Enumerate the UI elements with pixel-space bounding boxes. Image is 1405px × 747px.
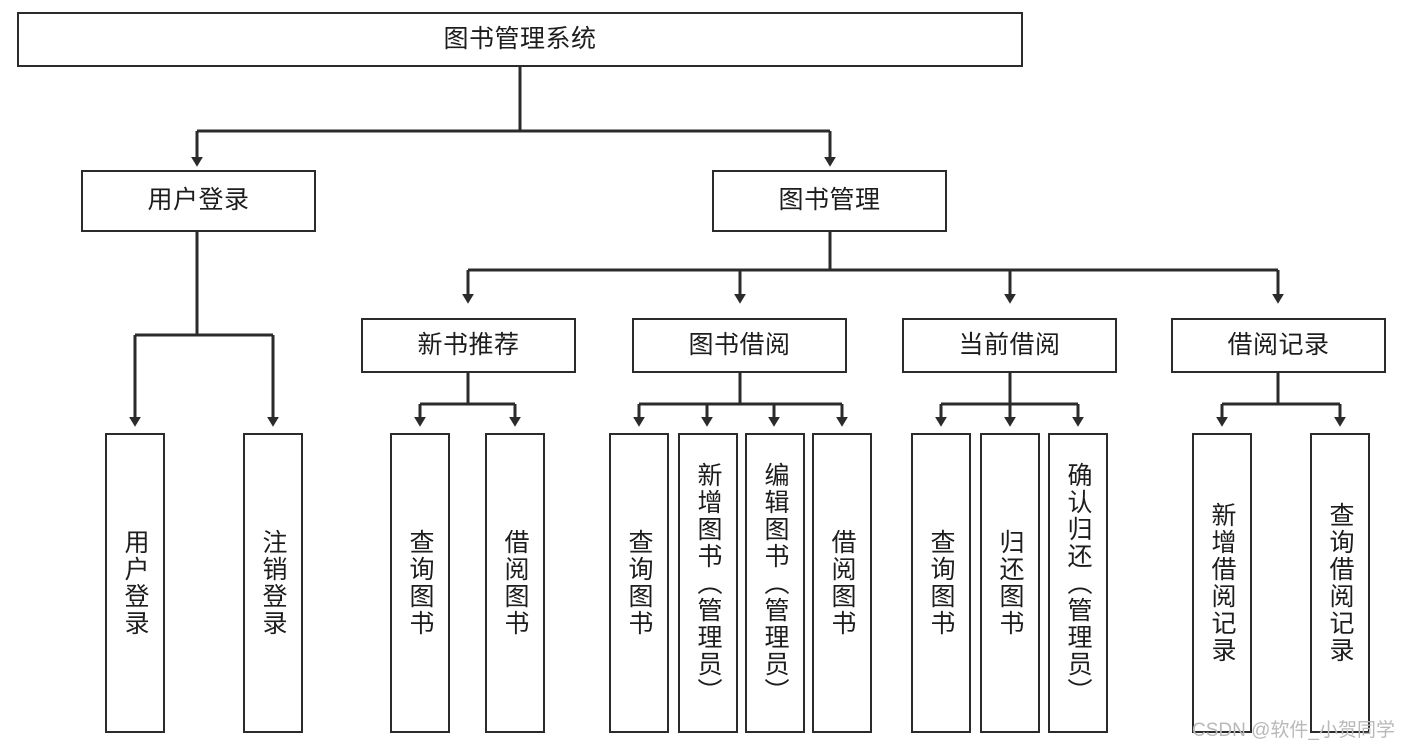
node-new-book-recommend[interactable]: 新书推荐: [361, 318, 576, 373]
node-book-manage[interactable]: 图书管理: [712, 170, 947, 232]
node-label: 图书管理: [778, 186, 881, 215]
node-leaf-query-book-1[interactable]: 查询图书: [390, 433, 450, 733]
node-label: 新书推荐: [417, 330, 520, 359]
node-user-login[interactable]: 用户登录: [81, 170, 316, 232]
node-label: 借阅图书: [828, 529, 856, 637]
node-leaf-query-borrow-record[interactable]: 查询借阅记录: [1310, 433, 1370, 733]
node-root-book-management-system[interactable]: 图书管理系统: [17, 12, 1023, 67]
node-leaf-query-book-3[interactable]: 查询图书: [911, 433, 971, 733]
node-leaf-borrow-book-1[interactable]: 借阅图书: [485, 433, 545, 733]
node-label: 用户登录: [147, 186, 250, 215]
node-leaf-borrow-book-2[interactable]: 借阅图书: [812, 433, 872, 733]
csdn-watermark: CSDN @软件_小贺同学: [1192, 720, 1395, 741]
node-borrow-record[interactable]: 借阅记录: [1171, 318, 1386, 373]
node-leaf-edit-book[interactable]: 编辑图书（管理员）: [745, 433, 805, 733]
node-label: 查询图书: [406, 529, 434, 637]
node-leaf-user-logout[interactable]: 注销登录: [243, 433, 303, 733]
node-label: 注销登录: [259, 529, 287, 637]
node-label: 借阅图书: [501, 529, 529, 637]
node-label: 查询图书: [927, 529, 955, 637]
node-label: 新增借阅记录: [1208, 502, 1236, 664]
node-label: 用户登录: [121, 529, 149, 637]
node-leaf-confirm-return[interactable]: 确认归还（管理员）: [1048, 433, 1108, 733]
node-label: 确认归还（管理员）: [1064, 461, 1092, 705]
node-label: 查询图书: [625, 529, 653, 637]
node-leaf-return-book[interactable]: 归还图书: [980, 433, 1040, 733]
node-label: 编辑图书（管理员）: [761, 461, 789, 705]
node-leaf-user-login[interactable]: 用户登录: [105, 433, 165, 733]
node-current-borrow[interactable]: 当前借阅: [902, 318, 1117, 373]
node-label: 图书管理系统: [443, 24, 597, 53]
node-leaf-add-borrow-record[interactable]: 新增借阅记录: [1192, 433, 1252, 733]
node-label: 当前借阅: [958, 330, 1061, 359]
node-label: 图书借阅: [688, 330, 791, 359]
node-leaf-query-book-2[interactable]: 查询图书: [609, 433, 669, 733]
node-book-borrow[interactable]: 图书借阅: [632, 318, 847, 373]
node-label: 借阅记录: [1227, 330, 1330, 359]
node-label: 新增图书（管理员）: [694, 461, 722, 705]
node-label: 查询借阅记录: [1326, 502, 1354, 664]
node-label: 归还图书: [996, 529, 1024, 637]
node-leaf-add-book[interactable]: 新增图书（管理员）: [678, 433, 738, 733]
